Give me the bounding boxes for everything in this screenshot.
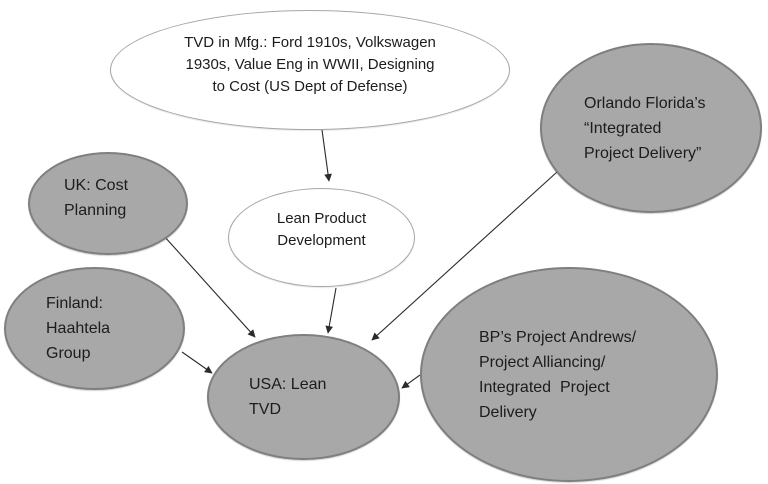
node-label-line: Orlando Florida’s — [584, 94, 706, 112]
node-label: Orlando Florida’s “Integrated Project De… — [584, 91, 706, 166]
node-label-line: to Cost (US Dept of Defense) — [212, 78, 408, 95]
node-label: Lean Product Development — [229, 208, 414, 252]
node-label-line: Lean Product — [276, 209, 367, 227]
node-label-line: Planning — [64, 201, 127, 219]
node-label-line: TVD — [249, 401, 281, 418]
node-label-line: “Integrated — [584, 119, 662, 137]
node-orlando-ipd: Orlando Florida’s “Integrated Project De… — [540, 43, 762, 213]
node-label: BP’s Project Andrews/ Project Alliancing… — [479, 325, 636, 425]
node-label-line: Haahtela — [46, 320, 111, 337]
node-label: UK: Cost Planning — [64, 173, 128, 223]
node-label-line: UK: Cost — [64, 176, 129, 194]
node-usa-lean-tvd: USA: Lean TVD — [207, 334, 400, 460]
node-label-line: Project Delivery” — [584, 144, 702, 162]
node-lean-product-development: Lean Product Development — [228, 188, 415, 287]
node-label-line: TVD in Mfg.: Ford 1910s, Volkswagen — [184, 34, 436, 51]
node-label-line: Finland: — [46, 295, 103, 312]
node-label-line: BP’s Project Andrews/ — [479, 328, 637, 346]
arrow-lpd-to-usa — [325, 287, 337, 334]
node-uk-cost-planning: UK: Cost Planning — [28, 152, 188, 255]
node-label-line: 1930s, Value Eng in WWII, Designing — [185, 56, 435, 73]
node-label-line: USA: Lean — [249, 376, 327, 393]
node-label-line: Integrated Project — [479, 378, 610, 396]
arrow-finland-to-usa — [181, 351, 213, 374]
node-label-line: Development — [277, 231, 366, 249]
node-tvd-manufacturing: TVD in Mfg.: Ford 1910s, Volkswagen 1930… — [110, 10, 510, 130]
node-label: TVD in Mfg.: Ford 1910s, Volkswagen 1930… — [111, 32, 509, 98]
node-finland-haahtela: Finland: Haahtela Group — [4, 267, 185, 390]
node-bp-project-andrews: BP’s Project Andrews/ Project Alliancing… — [420, 267, 718, 482]
node-label: Finland: Haahtela Group — [46, 291, 110, 366]
node-label-line: Project Alliancing/ — [479, 353, 606, 371]
node-label-line: Delivery — [479, 403, 537, 421]
node-label-line: Group — [46, 345, 91, 362]
arrow-bp-to-usa — [401, 374, 421, 389]
arrow-tvdmfg-to-lpd — [321, 129, 332, 182]
node-label: USA: Lean TVD — [249, 372, 326, 422]
